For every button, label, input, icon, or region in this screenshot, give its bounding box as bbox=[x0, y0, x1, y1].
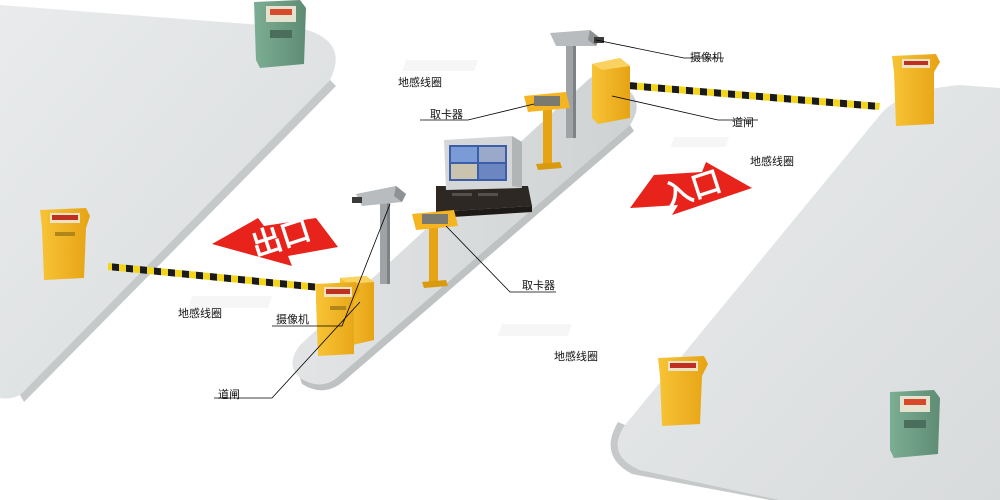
monitor-desk bbox=[436, 186, 532, 218]
card-dispenser-mid bbox=[412, 210, 458, 288]
leader-lines bbox=[214, 39, 758, 399]
ticket-kiosk-top-right bbox=[892, 54, 940, 126]
payment-kiosk-top-left bbox=[254, 0, 306, 68]
label-barrier-left: 道闸 bbox=[218, 388, 240, 401]
loop-detector-mark bbox=[402, 60, 479, 71]
label-loop-left: 地感线圈 bbox=[178, 307, 222, 320]
barrier-gate-housing-right bbox=[592, 58, 630, 124]
leader-line-camera-bottom bbox=[272, 203, 391, 327]
leader-line-card-reader-mid bbox=[445, 225, 556, 293]
loop-detector-mark bbox=[670, 137, 730, 147]
label-loop-right: 地感线圈 bbox=[750, 155, 794, 168]
leader-line-barrier-left bbox=[214, 301, 361, 399]
label-card-reader-top: 取卡器 bbox=[430, 108, 463, 121]
leader-line-card-reader-top bbox=[420, 103, 535, 121]
camera-pole-top bbox=[550, 30, 604, 138]
right-ground-slab bbox=[610, 85, 1000, 500]
ticket-kiosk-left bbox=[40, 208, 90, 280]
entry-arrow-text: 入口 bbox=[658, 164, 726, 216]
left-ground-slab bbox=[0, 5, 336, 402]
barrier-arm-left bbox=[108, 263, 320, 291]
ticket-kiosk-center bbox=[316, 282, 360, 356]
label-card-reader-mid: 取卡器 bbox=[522, 279, 555, 292]
ticket-kiosk-bottom-right bbox=[658, 356, 708, 426]
card-dispenser-top bbox=[524, 92, 570, 170]
loop-detector-mark bbox=[497, 324, 573, 336]
label-camera-bottom: 摄像机 bbox=[276, 313, 309, 326]
leader-line-camera-top bbox=[595, 39, 724, 59]
label-camera-top: 摄像机 bbox=[690, 51, 723, 64]
payment-kiosk-bottom-right bbox=[890, 390, 940, 458]
camera-pole-bottom bbox=[352, 186, 406, 284]
entry-arrow: 入口 bbox=[630, 162, 752, 216]
barrier-arm-right bbox=[628, 82, 880, 110]
exit-arrow: 出口 bbox=[212, 212, 338, 266]
label-loop-top-left: 地感线圈 bbox=[398, 76, 442, 89]
leader-line-barrier-right bbox=[611, 95, 758, 121]
loop-detector-mark bbox=[187, 296, 273, 308]
label-loop-bottom: 地感线圈 bbox=[554, 350, 598, 363]
monitor bbox=[444, 136, 522, 190]
label-barrier-right: 道闸 bbox=[732, 116, 754, 129]
